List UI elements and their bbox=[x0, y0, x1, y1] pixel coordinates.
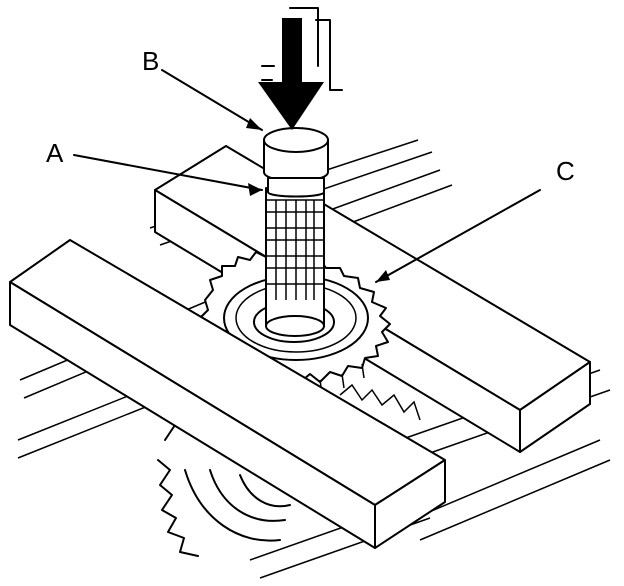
cap-b bbox=[263, 127, 329, 198]
press-arrow-icon bbox=[258, 7, 343, 130]
label-a: A bbox=[46, 138, 64, 168]
label-c: C bbox=[556, 156, 575, 186]
shaft-a bbox=[265, 187, 325, 337]
label-b: B bbox=[142, 46, 159, 76]
support-block-front bbox=[9, 239, 446, 549]
leader-lines bbox=[73, 69, 541, 283]
